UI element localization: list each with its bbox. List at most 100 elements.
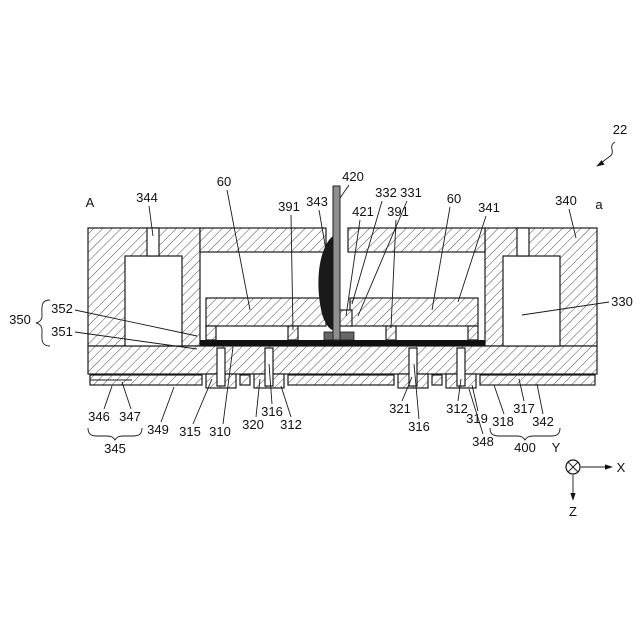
leader-346 bbox=[103, 385, 113, 410]
leader-315 bbox=[192, 378, 213, 425]
base-strip-4 bbox=[431, 374, 443, 386]
axis-label-x: X bbox=[617, 460, 626, 475]
package-body bbox=[87, 227, 598, 375]
via-slot-3 bbox=[408, 347, 418, 387]
label-317: 317 bbox=[513, 401, 535, 416]
terminal-left bbox=[124, 255, 183, 347]
inner-plate-330 bbox=[205, 297, 479, 341]
label-320: 320 bbox=[242, 417, 264, 432]
label-312-b: 312 bbox=[446, 401, 468, 416]
coordinate-axes: Y X Z bbox=[552, 440, 626, 519]
label-421: 421 bbox=[352, 204, 374, 219]
label-349: 349 bbox=[147, 422, 169, 437]
label-391-right: 391 bbox=[387, 204, 409, 219]
axis-label-z: Z bbox=[569, 504, 577, 519]
label-420: 420 bbox=[342, 169, 364, 184]
underbrace-345 bbox=[87, 427, 143, 441]
leader-lines bbox=[74, 184, 610, 435]
leader-60-left bbox=[226, 189, 251, 311]
leader-391-right bbox=[390, 219, 397, 329]
label-331: 331 bbox=[400, 185, 422, 200]
leader-348 bbox=[468, 388, 484, 435]
base-strip-5 bbox=[479, 374, 596, 386]
leader-318 bbox=[493, 384, 505, 415]
label-340: 340 bbox=[555, 193, 577, 208]
label-a: a bbox=[595, 197, 603, 212]
label-347: 347 bbox=[119, 409, 141, 424]
base-underside bbox=[89, 347, 596, 389]
leader-316-a bbox=[268, 363, 273, 405]
brace-350 bbox=[35, 299, 51, 347]
label-341: 341 bbox=[478, 200, 500, 215]
label-352: 352 bbox=[51, 301, 73, 316]
label-343: 343 bbox=[306, 194, 328, 209]
lead-pin bbox=[332, 185, 341, 341]
label-315: 315 bbox=[179, 424, 201, 439]
axis-label-y: Y bbox=[552, 440, 561, 455]
label-330: 330 bbox=[611, 294, 633, 309]
label-310: 310 bbox=[209, 424, 231, 439]
leader-421 bbox=[345, 219, 361, 317]
leader-320 bbox=[255, 378, 261, 418]
solder-fillet bbox=[318, 236, 333, 330]
label-321: 321 bbox=[389, 401, 411, 416]
plate-foot-1 bbox=[205, 325, 217, 341]
leader-319 bbox=[471, 384, 479, 412]
plate-foot-3 bbox=[385, 325, 397, 341]
leader-310 bbox=[222, 346, 234, 425]
leader-316-b bbox=[413, 363, 420, 420]
base-strip-3 bbox=[287, 374, 395, 386]
lead-slot-right bbox=[516, 227, 530, 257]
label-351: 351 bbox=[51, 324, 73, 339]
leader-344 bbox=[148, 205, 154, 237]
leader-391-left bbox=[290, 214, 294, 331]
leader-341 bbox=[457, 215, 487, 303]
label-316-b: 316 bbox=[408, 419, 430, 434]
via-slot-1 bbox=[216, 347, 226, 387]
label-391-left: 391 bbox=[278, 199, 300, 214]
y-axis-cross-2 bbox=[567, 461, 579, 473]
leader-60-right bbox=[431, 206, 451, 311]
label-350: 350 bbox=[9, 312, 31, 327]
plate-left-section bbox=[205, 297, 327, 327]
label-400: 400 bbox=[514, 440, 536, 455]
leader-340 bbox=[568, 208, 577, 239]
label-348: 348 bbox=[472, 434, 494, 449]
lead-slot-left bbox=[146, 227, 160, 257]
label-342: 342 bbox=[532, 414, 554, 429]
label-316-a: 316 bbox=[261, 404, 283, 419]
via-slot-4 bbox=[456, 347, 466, 387]
leader-351 bbox=[74, 331, 198, 350]
plate-right-section bbox=[349, 297, 479, 327]
leader-312-b bbox=[457, 378, 462, 402]
lead-assembly bbox=[318, 185, 341, 341]
leader-330 bbox=[521, 301, 610, 316]
terminal-right bbox=[502, 255, 561, 347]
leader-347 bbox=[121, 381, 132, 410]
leader-342 bbox=[536, 383, 544, 415]
label-60-right: 60 bbox=[447, 191, 461, 206]
label-346: 346 bbox=[88, 409, 110, 424]
leader-332 bbox=[351, 200, 383, 305]
label-A: A bbox=[86, 195, 95, 210]
label-312-a: 312 bbox=[280, 417, 302, 432]
leader-343 bbox=[318, 209, 328, 257]
vibration-film bbox=[200, 340, 485, 346]
leader-317 bbox=[518, 378, 525, 402]
base-strip-2 bbox=[239, 374, 251, 386]
package-lid-left bbox=[199, 227, 327, 253]
label-60-left: 60 bbox=[217, 174, 231, 189]
label-319: 319 bbox=[466, 411, 488, 426]
plate-foot-4 bbox=[467, 325, 479, 341]
leader-331 bbox=[357, 200, 408, 317]
label-344: 344 bbox=[136, 190, 158, 205]
underbrace-400 bbox=[489, 427, 561, 441]
fig-ref-arrow bbox=[596, 141, 616, 167]
reference-labels: 22 A a 344 60 391 343 420 421 332 331 39… bbox=[9, 122, 633, 456]
label-22: 22 bbox=[613, 122, 627, 137]
leader-349 bbox=[160, 386, 175, 423]
label-318: 318 bbox=[492, 414, 514, 429]
package-base bbox=[87, 345, 598, 375]
